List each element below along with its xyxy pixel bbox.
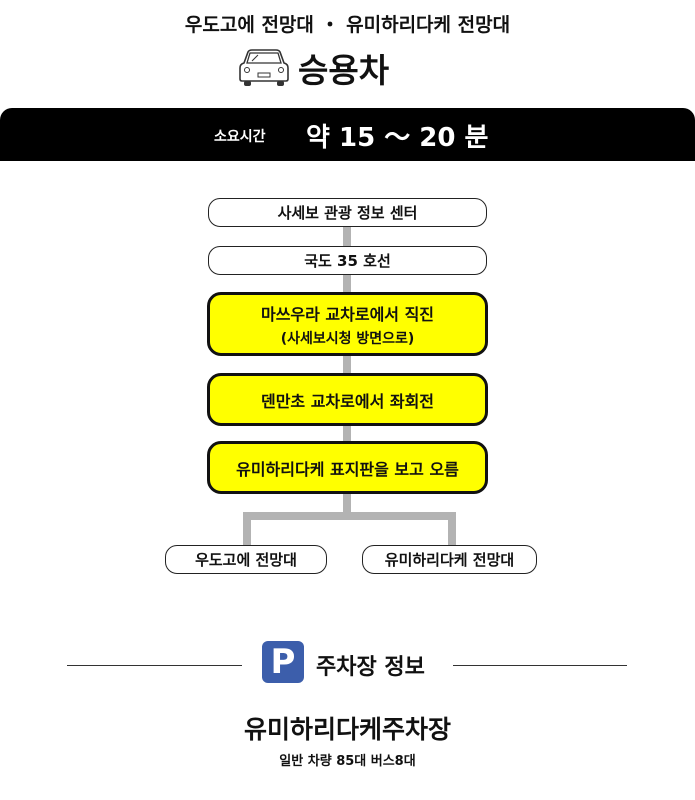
route-step: 덴만초 교차로에서 좌회전	[207, 373, 488, 426]
route-step: 마쓰우라 교차로에서 직진 (사세보시청 방면으로)	[207, 292, 488, 356]
route-branch-left	[243, 512, 251, 546]
divider-left	[67, 665, 242, 666]
step-text: 유미하리다케 표지판을 보고 오름	[236, 459, 459, 479]
route-step: 유미하리다케 표지판을 보고 오름	[207, 441, 488, 494]
route-step: 사세보 관광 정보 센터	[208, 198, 487, 227]
parking-icon: P	[262, 641, 304, 683]
parking-capacity: 일반 차량 85대 버스8대	[279, 754, 416, 769]
transport-mode: 승용차	[298, 51, 390, 90]
travel-time-banner: 소요시간 약 15 ～ 20 분	[0, 108, 695, 161]
divider-right	[453, 665, 627, 666]
destination-yumiharidake: 유미하리다케 전망대	[362, 545, 537, 574]
destination-text: 우도고에 전망대	[195, 551, 297, 569]
step-text: 사세보 관광 정보 센터	[277, 204, 418, 222]
car-icon	[239, 49, 289, 86]
parking-heading: 주차장 정보	[316, 655, 425, 680]
step-text: 덴만초 교차로에서 좌회전	[260, 391, 435, 411]
step-subtext: (사세보시청 방면으로)	[280, 330, 415, 347]
travel-time-value: 약 15 ～ 20 분	[306, 123, 489, 153]
route-branch-right	[448, 512, 456, 546]
route-step: 국도 35 호선	[208, 246, 487, 275]
parking-lot-name: 유미하리다케주차장	[243, 715, 451, 744]
destination-udogoe: 우도고에 전망대	[165, 545, 327, 574]
destination-text: 유미하리다케 전망대	[384, 551, 515, 569]
route-connector	[343, 226, 351, 518]
travel-time-label: 소요시간	[214, 129, 266, 145]
route-branch	[243, 512, 456, 520]
page-title: 우도고에 전망대 ・ 유미하리다케 전망대	[184, 14, 511, 36]
step-text: 국도 35 호선	[304, 252, 391, 270]
step-text: 마쓰우라 교차로에서 직진	[260, 304, 435, 324]
